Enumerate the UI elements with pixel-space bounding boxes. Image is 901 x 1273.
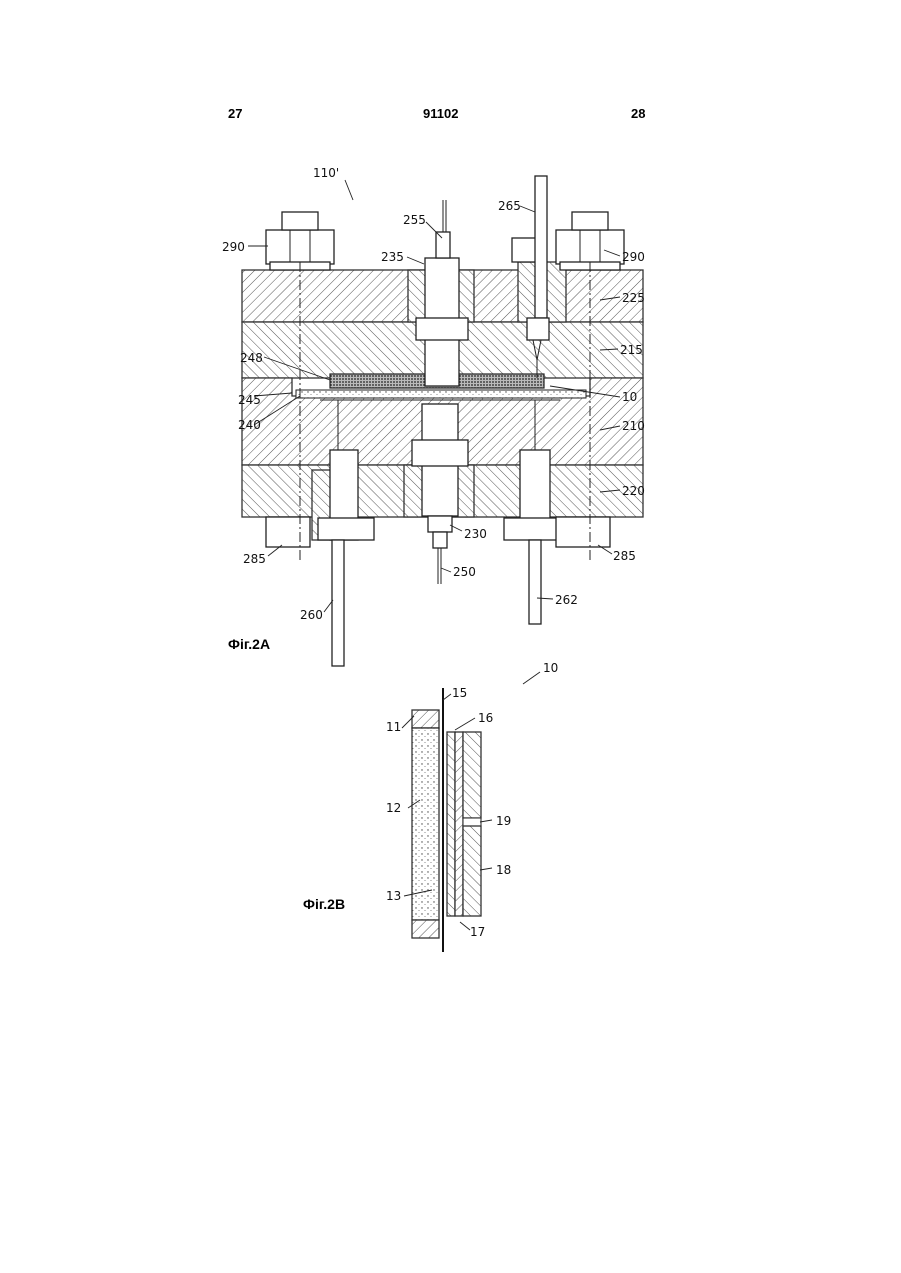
layer-16 (447, 732, 455, 916)
tube-262 (529, 540, 541, 624)
plate-18-upper (463, 732, 481, 818)
figure-2b-drawing: 10 15 16 11 12 19 18 13 17 (386, 661, 558, 952)
ref-260: 260 (300, 608, 323, 622)
ref-290-left: 290 (222, 240, 245, 254)
layer-240 (296, 390, 586, 398)
layer-13-bottom (412, 920, 439, 938)
ref-215: 215 (620, 343, 643, 357)
ref-12: 12 (386, 801, 401, 815)
ref-16: 16 (478, 711, 493, 725)
ref-285-right: 285 (613, 549, 636, 563)
ref-2b-10: 10 (543, 661, 558, 675)
ref-240: 240 (238, 418, 261, 432)
ref-290-right: 290 (622, 250, 645, 264)
ref-17: 17 (470, 925, 485, 939)
ref-11: 11 (386, 720, 401, 734)
figure-2b-caption: Фіг.2В (303, 896, 345, 912)
ref-19: 19 (496, 814, 511, 828)
ref-255: 255 (403, 213, 426, 227)
ref-10: 10 (622, 390, 637, 404)
ref-262: 262 (555, 593, 578, 607)
bolt-285-left (266, 517, 310, 547)
ref-248: 248 (240, 351, 263, 365)
layer-17 (455, 732, 463, 916)
gap-19 (463, 818, 481, 826)
ref-245: 245 (238, 393, 261, 407)
layer-11-top (412, 710, 439, 728)
ref-15: 15 (452, 686, 467, 700)
ref-250: 250 (453, 565, 476, 579)
ref-225: 225 (622, 291, 645, 305)
ref-110: 110' (313, 166, 339, 180)
ref-265: 265 (498, 199, 521, 213)
plate-18-lower (463, 826, 481, 916)
ref-13: 13 (386, 889, 401, 903)
tube-260 (332, 540, 344, 666)
ref-235: 235 (381, 250, 404, 264)
bolt-290-right (556, 212, 624, 270)
fitting-262 (520, 450, 550, 520)
ref-210: 210 (622, 419, 645, 433)
ref-220: 220 (622, 484, 645, 498)
bolt-285-right (556, 517, 610, 547)
ref-285-left: 285 (243, 552, 266, 566)
bolt-290-left (266, 212, 334, 270)
figure-2a-drawing: 110' 255 265 290 235 290 225 215 248 10 … (222, 166, 645, 666)
ref-18: 18 (496, 863, 511, 877)
figure-2a-caption: Фіг.2А (228, 636, 270, 652)
probe-265 (535, 176, 547, 318)
ref-230: 230 (464, 527, 487, 541)
